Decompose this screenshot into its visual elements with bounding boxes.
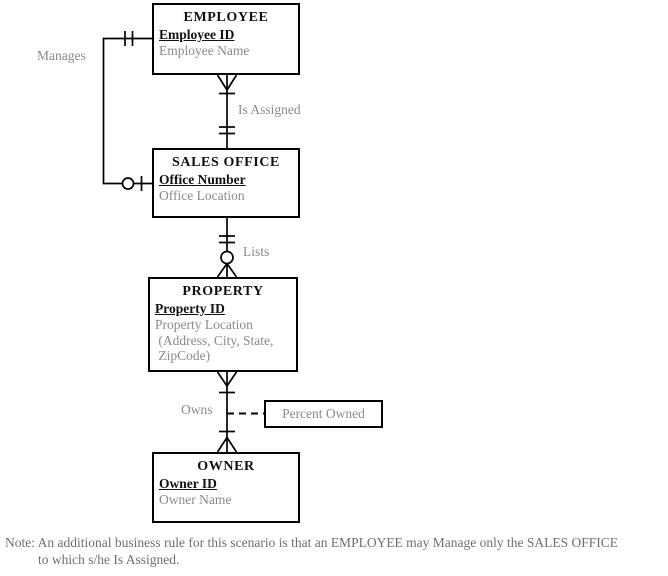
primary-key-attribute: Property ID: [155, 301, 225, 316]
attribute-box-label: Percent Owned: [282, 406, 365, 421]
entity-employee: EMPLOYEE Employee ID Employee Name: [152, 3, 300, 75]
entity-attribute: ZipCode): [155, 348, 211, 363]
crows-foot-many-icon: [216, 74, 238, 91]
optional-circle-icon: [121, 177, 135, 190]
entity-attribute: Employee Name: [159, 43, 250, 58]
primary-key-attribute: Owner ID: [159, 476, 217, 491]
relationship-label-is-assigned: Is Assigned: [238, 102, 301, 117]
entity-title: SALES OFFICE: [172, 155, 280, 170]
relationship-label-lists: Lists: [243, 244, 270, 259]
entity-attribute: Owner Name: [159, 492, 232, 507]
entity-property: PROPERTY Property ID Property Location (…: [148, 277, 298, 372]
business-rule-note: Note: An additional business rule for th…: [5, 534, 665, 568]
is-assigned-connector: [216, 74, 238, 148]
primary-key-attribute: Employee ID: [159, 27, 235, 42]
entity-title: OWNER: [197, 459, 255, 474]
entity-owner: OWNER Owner ID Owner Name: [152, 452, 300, 523]
entity-attribute: Property Location: [155, 317, 253, 332]
note-line: Note: An additional business rule for th…: [5, 535, 619, 550]
entity-sales-office: SALES OFFICE Office Number Office Locati…: [152, 148, 300, 218]
entity-attribute: (Address, City, State,: [155, 332, 274, 348]
attribute-box-percent-owned: Percent Owned: [264, 400, 383, 428]
owns-connector: [216, 371, 264, 453]
lists-connector: [216, 218, 238, 278]
crows-foot-many-icon: [216, 437, 238, 453]
relationship-label-owns: Owns: [181, 402, 213, 417]
note-line: to which s/he Is Assigned.: [38, 552, 180, 567]
crows-foot-many-icon: [216, 371, 238, 387]
entity-attribute: Office Location: [159, 188, 245, 203]
primary-key-attribute: Office Number: [159, 172, 246, 187]
crows-foot-many-icon: [216, 263, 238, 278]
optional-circle-icon: [220, 250, 234, 265]
relationship-label-manages: Manages: [37, 48, 86, 63]
entity-title: EMPLOYEE: [183, 10, 269, 25]
manages-line: [102, 37, 152, 185]
manages-connector: [102, 31, 152, 191]
entity-title: PROPERTY: [182, 284, 264, 299]
